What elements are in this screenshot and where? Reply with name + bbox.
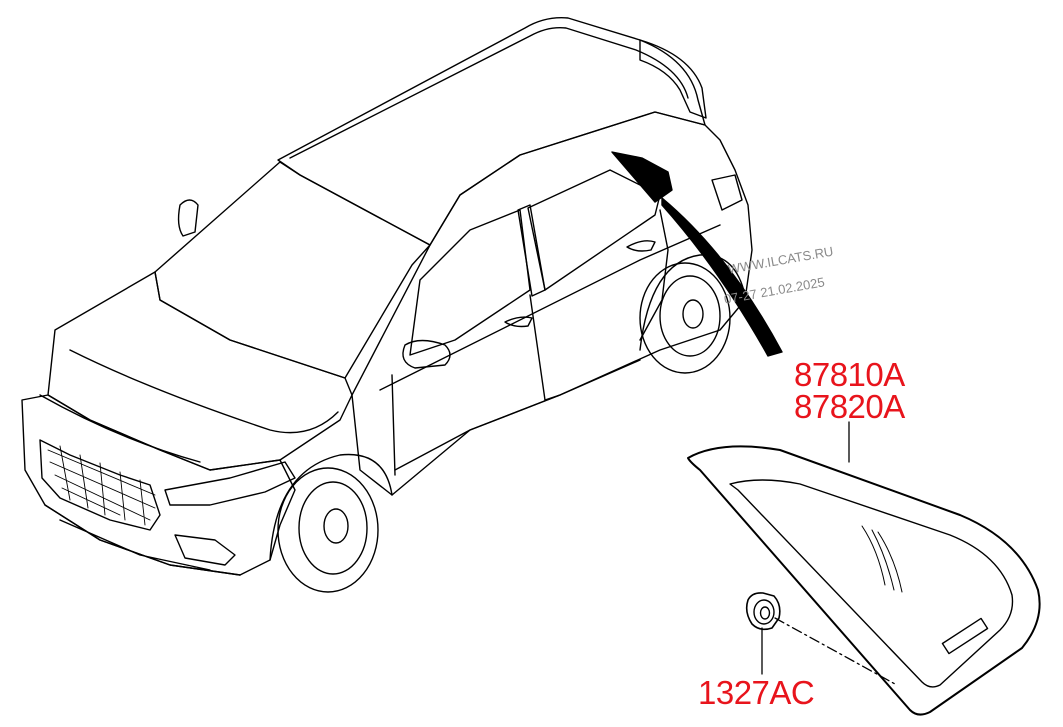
quarter-glass-location-highlight (611, 151, 783, 357)
front-rim (298, 481, 368, 575)
front-hub (323, 508, 349, 544)
front-grille (39, 439, 161, 531)
body-character-line (379, 224, 721, 391)
rear-spoiler (639, 39, 707, 119)
grille-mesh-1 (47, 445, 156, 526)
rear-door-window (527, 169, 661, 291)
callout-87820A[interactable]: 87820A (794, 388, 905, 425)
fog-lamp (174, 534, 236, 566)
front-wheel-arch (269, 453, 393, 561)
rear-wheel-arch (639, 254, 746, 351)
front-door-handle (504, 316, 533, 328)
fastener-face (753, 599, 775, 625)
hood-crease (69, 349, 339, 434)
b-pillar (517, 204, 546, 297)
hood (47, 271, 353, 471)
glass-reflection-1 (861, 525, 886, 586)
glass-reflection-2 (877, 531, 903, 593)
quarter-glass-inner-edge (729, 479, 1014, 688)
rear-tire (639, 262, 731, 374)
front-bumper (21, 394, 296, 576)
rear-lamp (711, 174, 743, 211)
vehicle-illustration (21, 17, 753, 593)
front-door-cut (391, 294, 546, 476)
glass-reflection-3 (871, 529, 895, 591)
left-side-mirror (402, 339, 451, 369)
callout-1327AC[interactable]: 1327AC (698, 674, 815, 711)
side-body (351, 111, 753, 496)
leader-fastener-to-glass (774, 617, 896, 685)
fastener-hole (759, 606, 771, 620)
roof-rail (289, 26, 689, 159)
front-lower-lip (44, 504, 241, 576)
leader-lines (761, 421, 896, 685)
headlamp (164, 461, 296, 506)
front-tire (277, 467, 379, 593)
quarter-glass-part (687, 445, 1041, 716)
hood-crease-2 (39, 394, 201, 463)
quarter-glass-highlight-fill (611, 151, 673, 203)
rear-rim (659, 275, 721, 357)
quarter-glass-outer-edge (687, 445, 1041, 716)
right-side-mirror (177, 199, 199, 237)
fastener-clip-part (745, 592, 781, 631)
rear-door-handle (626, 240, 656, 252)
callout-87810A[interactable]: 87810A (794, 356, 905, 393)
sill-line (394, 359, 641, 471)
front-door-window (409, 209, 531, 356)
rear-hub (682, 299, 704, 329)
quarter-glass-highlight-sweep (661, 197, 783, 357)
fastener-body (745, 592, 781, 631)
windshield (154, 161, 431, 379)
glass-marking-label (941, 617, 989, 655)
